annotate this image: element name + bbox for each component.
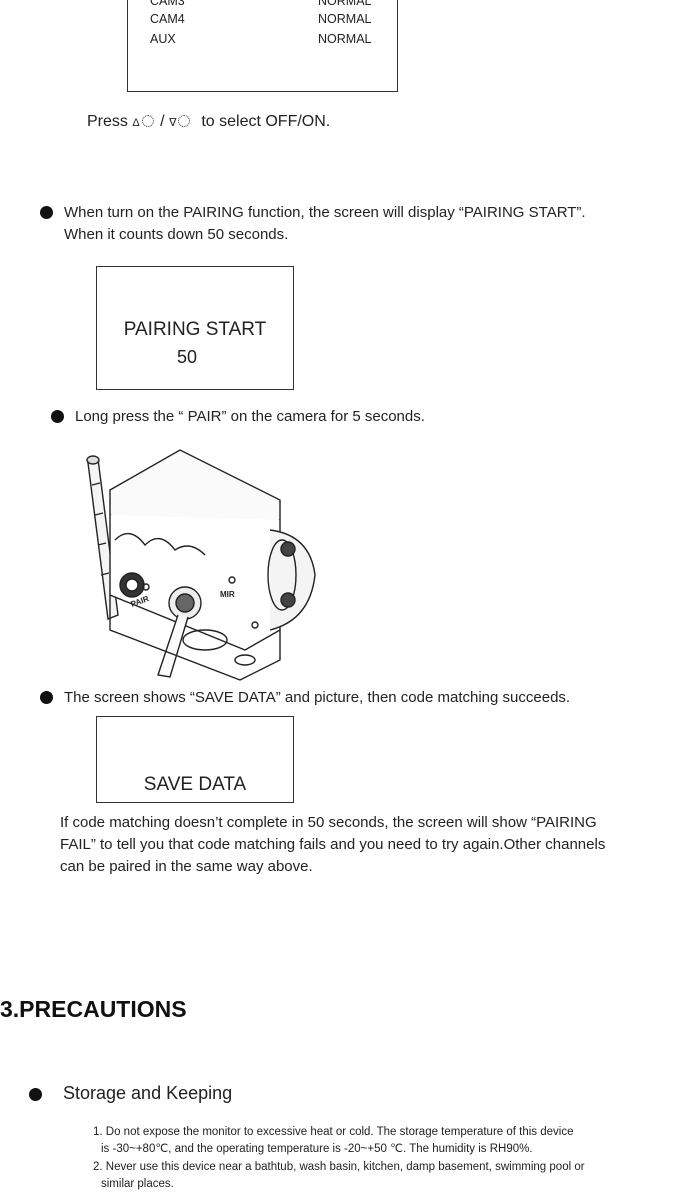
table-row-label: AUX (150, 32, 176, 46)
pairing-fail-paragraph: If code matching doesn’t complete in 50 … (60, 812, 605, 878)
brightness-icon (178, 115, 191, 127)
table-row-label: CAM3 (150, 0, 185, 8)
save-data-bullet-text: The screen shows “SAVE DATA” and picture… (64, 689, 571, 706)
pairing-screen-title: PAIRING START (123, 319, 267, 340)
pairing-screen-count: 50 (176, 347, 198, 367)
save-data-screen-text: SAVE DATA (143, 774, 247, 795)
camera-illustration: PAIR MIR (86, 449, 316, 681)
press-instruction: Press Δ / ∇ to select OFF/ON. (87, 113, 330, 131)
paragraph-line: can be paired in the same way above. (60, 858, 313, 875)
table-row-value: NORMAL (318, 0, 372, 8)
bullet-icon (40, 691, 53, 704)
pairing-bullet-text: When turn on the PAIRING function, the s… (64, 202, 586, 246)
paragraph-line: If code matching doesn’t complete in 50 … (60, 814, 597, 831)
precaution-item: 2. Never use this device near a bathtub,… (93, 1161, 585, 1173)
camera-mir-label: MIR (220, 590, 235, 599)
down-triangle-icon: ∇ (169, 117, 177, 129)
press-suffix: to select OFF/ON. (201, 113, 331, 130)
pairing-line-2: When it counts down 50 seconds. (64, 226, 289, 243)
status-table-box (127, 0, 398, 92)
bullet-icon (29, 1088, 42, 1101)
pairing-line-1: When turn on the PAIRING function, the s… (64, 204, 586, 221)
section-heading: 3.PRECAUTIONS (0, 996, 187, 1022)
bullet-icon (40, 206, 53, 219)
up-triangle-icon: Δ (132, 117, 140, 129)
pairing-screen: PAIRING START 50 (96, 266, 294, 390)
storage-subheading: Storage and Keeping (63, 1083, 233, 1103)
press-prefix: Press (87, 113, 128, 130)
bullet-icon (51, 410, 64, 423)
table-row-value: NORMAL (318, 12, 372, 26)
table-row-value: NORMAL (318, 32, 372, 46)
precaution-item: similar places. (101, 1178, 174, 1190)
long-press-text: Long press the “ PAIR” on the camera for… (75, 408, 425, 425)
paragraph-line: FAIL” to tell you that code matching fai… (60, 836, 606, 853)
table-row-label: CAM4 (150, 12, 185, 26)
press-separator: / (160, 113, 165, 130)
brightness-icon (141, 115, 154, 127)
save-data-screen: SAVE DATA (96, 716, 294, 803)
precaution-item: 1. Do not expose the monitor to excessiv… (93, 1126, 574, 1138)
precaution-item: is -30~+80℃, and the operating temperatu… (101, 1143, 533, 1155)
